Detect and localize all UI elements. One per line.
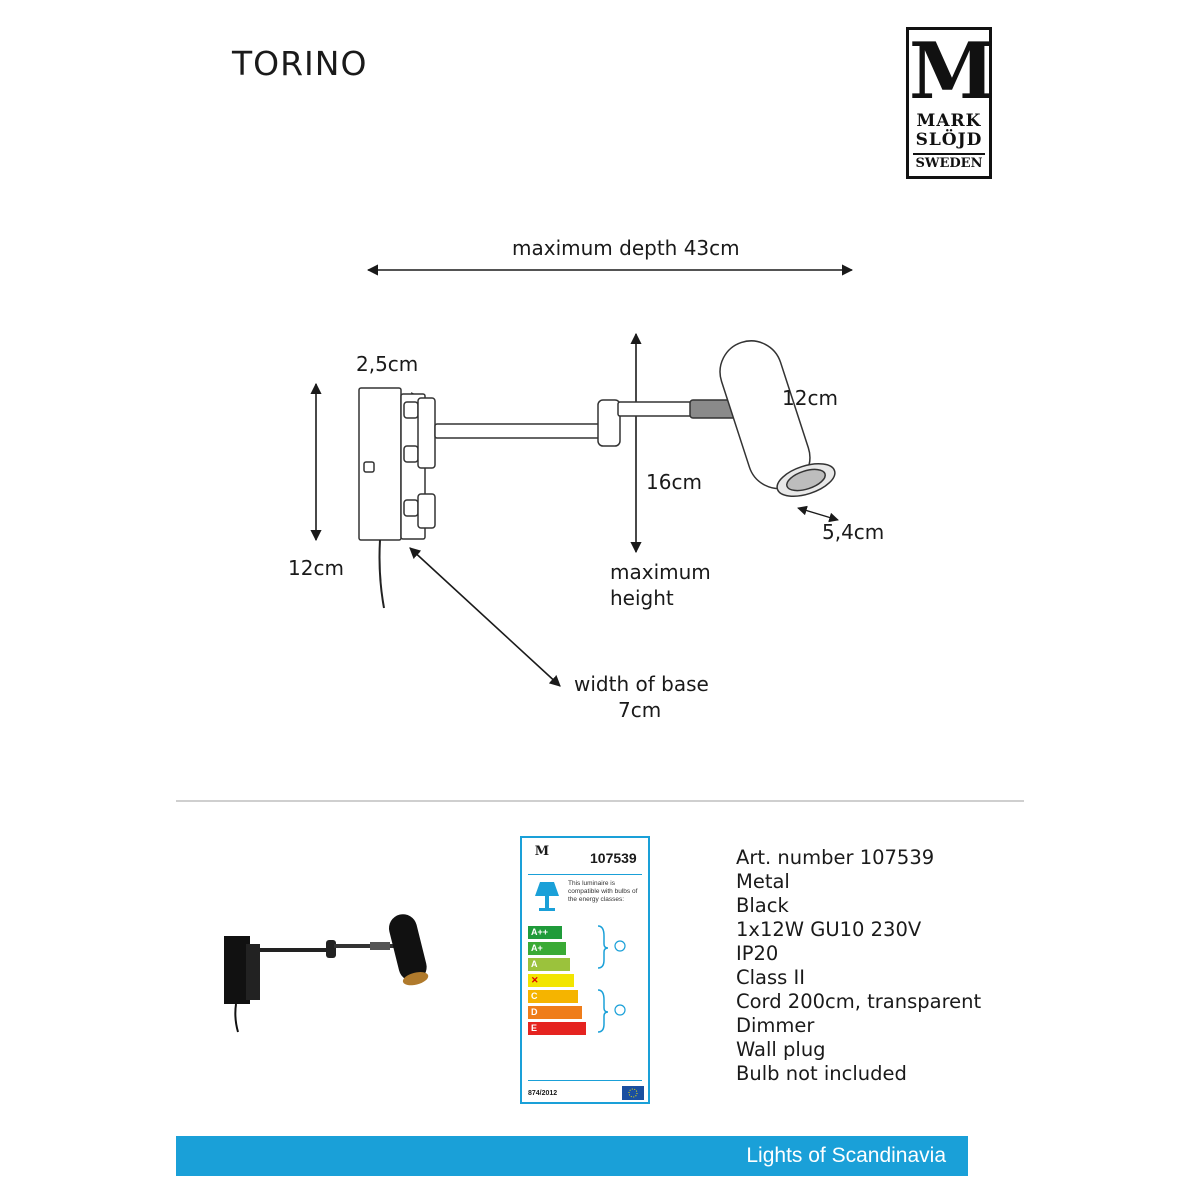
height-label-1: maximum [610,560,711,584]
footer-tagline: Lights of Scandinavia [746,1144,946,1167]
spec-item: Dimmer [736,1014,815,1037]
logo-letter: M [909,26,996,117]
energy-class-a-plus: A+ [528,942,566,955]
energy-label: M 107539 This luminaire is compatible wi… [520,836,650,1104]
lamp-shade [719,340,836,497]
spec-item: Black [736,894,789,917]
base-width-label: width of base [574,672,709,696]
spec-item: Class II [736,966,806,989]
lamp-base [358,387,436,541]
lamp-icon [535,882,559,911]
logo-line-1: MARK [916,111,982,131]
energy-class-d: D [528,1006,582,1019]
spec-item: Cord 200cm, transparent [736,990,982,1013]
technical-drawing [310,264,854,687]
energy-class-a-plus-plus: A++ [528,926,562,939]
energy-label-separator [528,874,642,875]
base-depth-label: 2,5cm [356,352,419,376]
spec-item: Bulb not included [736,1062,907,1085]
base-width-value: 7cm [618,698,662,722]
spec-item: IP20 [736,942,779,965]
product-title: TORINO [232,44,368,83]
power-cord [378,539,385,609]
eu-flag-icon [622,1086,644,1100]
spec-item: Art. number 107539 [736,846,935,869]
energy-class-b: ✕ [528,974,574,987]
logo-line-3: SWEDEN [913,153,985,172]
brand-logo: M MARK SLÖJD SWEDEN [906,26,996,179]
max-height-value: 16cm [646,470,702,494]
base-width-arrow [409,547,561,687]
product-photo [224,914,429,1033]
logo-line-2: SLÖJD [915,130,983,150]
spec-list: Art. number 107539 Metal Black 1x12W GU1… [736,846,981,1086]
energy-label-compat-text: This luminaire is compatible with bulbs … [568,880,638,903]
base-height-label: 12cm [288,556,344,580]
shade-length-label: 12cm [782,386,838,410]
spec-item: Metal [736,870,790,893]
energy-label-regulation: 874/2012 [528,1090,558,1097]
energy-label-separator-2 [528,1080,642,1081]
spec-item: 1x12W GU10 230V [736,918,922,941]
shade-diameter-arrow [797,505,839,523]
depth-label: maximum depth 43cm [512,236,740,260]
spec-item: Wall plug [736,1038,826,1061]
bulb-bracket-icon [597,925,626,1033]
energy-class-a: A [528,958,570,971]
shade-diameter-label: 5,4cm [822,520,885,544]
energy-class-e: E [528,1022,586,1035]
energy-label-logo: M [534,844,550,859]
energy-class-c: C [528,990,578,1003]
section-divider [176,800,1024,802]
energy-label-article: 107539 [590,850,637,866]
footer-banner: Lights of Scandinavia [176,1136,968,1176]
lamp-arm [434,399,737,447]
height-label-2: height [610,586,674,610]
